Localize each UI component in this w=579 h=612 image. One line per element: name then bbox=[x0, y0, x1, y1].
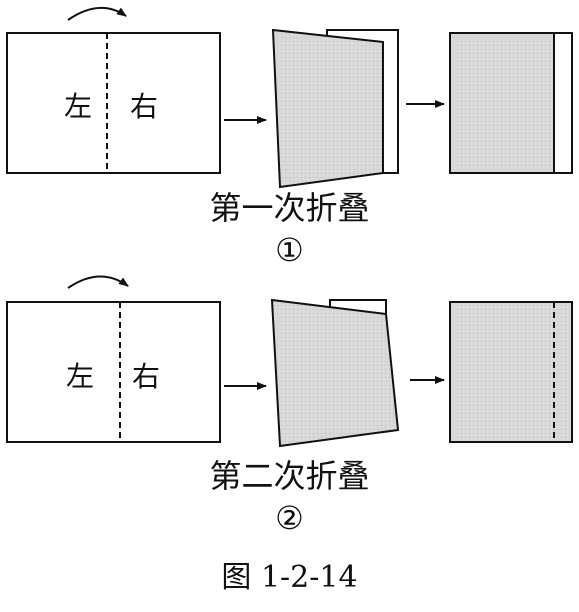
sheet-unfolded-1 bbox=[6, 32, 221, 174]
fold-direction-arrow-2 bbox=[67, 275, 129, 289]
sheet-unfolded-2 bbox=[6, 301, 221, 443]
fold-direction-arrow-1 bbox=[67, 6, 127, 21]
sheet-result-folded-1 bbox=[449, 32, 555, 174]
step-marker-1: ① bbox=[275, 231, 304, 269]
figure-label: 图 1-2-14 bbox=[221, 560, 358, 595]
right-label-2: 右 bbox=[132, 360, 160, 393]
caption-2: 第二次折叠 bbox=[209, 457, 370, 495]
step-marker-2: ② bbox=[275, 499, 304, 537]
right-label-1: 右 bbox=[130, 90, 158, 123]
left-label-2: 左 bbox=[66, 360, 94, 393]
row-2: 左 右 bbox=[6, 275, 573, 448]
sheet-result-2 bbox=[449, 301, 573, 443]
left-label-1: 左 bbox=[64, 90, 92, 123]
row-1: 左 右 bbox=[6, 6, 573, 189]
caption-1: 第一次折叠 bbox=[209, 189, 370, 227]
sheet-folding-1 bbox=[271, 28, 384, 189]
sheet-folding-2 bbox=[270, 298, 400, 448]
